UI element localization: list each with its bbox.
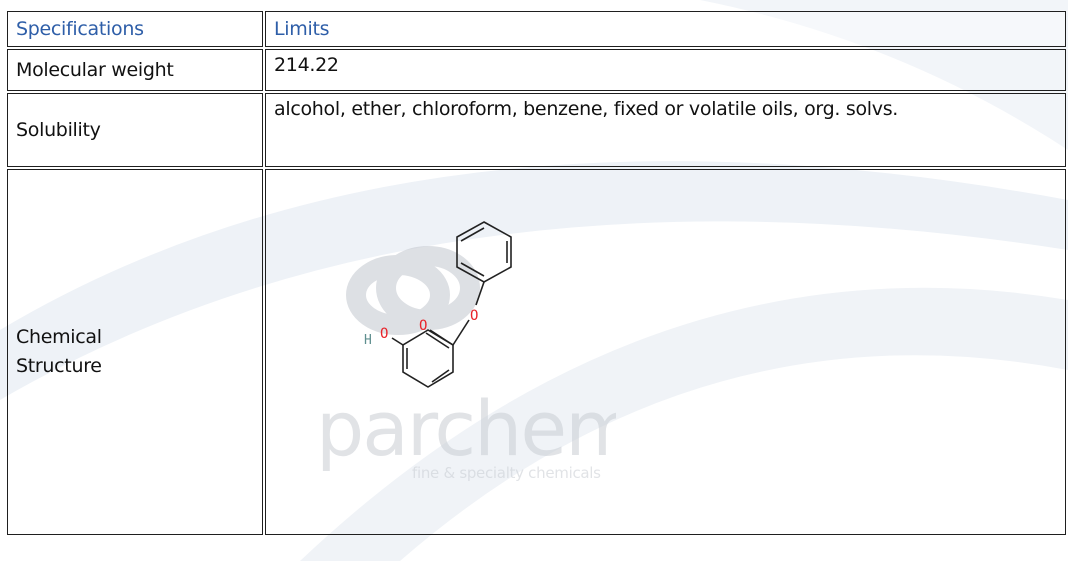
header-specifications: Specifications: [7, 11, 263, 47]
table-header-row: Specifications Limits: [7, 11, 1066, 47]
atom-o-carbonyl: O: [419, 318, 427, 334]
row-label-chemical-structure: Chemical Structure: [7, 169, 263, 535]
phenyl-salicylate-structure: O O O H: [364, 221, 512, 388]
row-value-molecular-weight: 214.22: [265, 49, 1066, 91]
row-label-molecular-weight: Molecular weight: [7, 49, 263, 91]
row-label-solubility: Solubility: [7, 93, 263, 167]
table-row: Chemical Structure parchem fine & specia…: [7, 169, 1066, 535]
row-value-solubility: alcohol, ether, chloroform, benzene, fix…: [265, 93, 1066, 167]
atom-o-hydroxyl: O: [380, 326, 388, 342]
chemical-structure-cell: parchem fine & specialty chemicals: [265, 169, 1066, 535]
atom-h-hydroxyl: H: [364, 333, 372, 348]
chemical-structure-label: Chemical Structure: [16, 326, 102, 377]
table-row: Solubility alcohol, ether, chloroform, b…: [7, 93, 1066, 167]
atom-o-ester: O: [470, 308, 478, 324]
header-limits: Limits: [265, 11, 1066, 47]
table-row: Molecular weight 214.22: [7, 49, 1066, 91]
specifications-table: Specifications Limits Molecular weight 2…: [5, 9, 1068, 537]
